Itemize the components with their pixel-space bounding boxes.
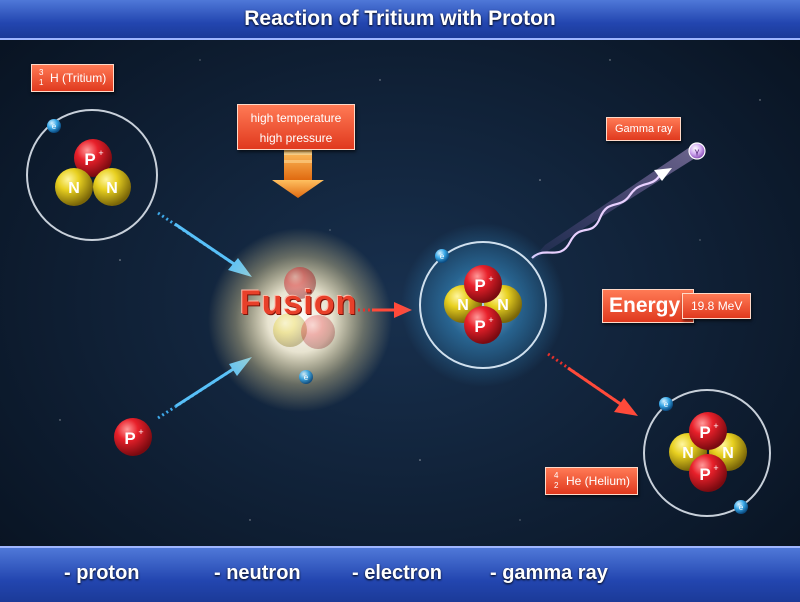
legend-electron-label: - electron bbox=[352, 562, 443, 584]
neutron-symbol: N bbox=[497, 297, 509, 314]
orange-down-arrow bbox=[272, 150, 324, 198]
proton-symbol: P bbox=[474, 317, 485, 336]
proton-charge: + bbox=[713, 421, 718, 431]
proton: P + bbox=[689, 454, 727, 492]
proton-symbol: P bbox=[699, 423, 710, 442]
excited-nucleus: e N N P + P + bbox=[401, 223, 565, 387]
helium-mass-number: 4 bbox=[554, 471, 559, 480]
gamma-symbol: γ bbox=[695, 147, 700, 156]
electron: e bbox=[435, 249, 449, 263]
helium-atomic-number: 2 bbox=[554, 481, 559, 490]
conditions-label: high temperature high pressure bbox=[237, 104, 355, 150]
fusion-glow: e bbox=[208, 228, 392, 412]
neutron-symbol: N bbox=[722, 445, 734, 462]
nucleus-orbit bbox=[419, 241, 547, 369]
gamma-ray-label: Gamma ray bbox=[606, 117, 682, 141]
electron-symbol: e bbox=[440, 252, 445, 261]
proton-symbol: P bbox=[474, 276, 485, 295]
electron bbox=[299, 370, 313, 384]
proton: P + bbox=[689, 412, 727, 450]
arrow-nucleus-to-helium bbox=[547, 352, 638, 416]
legend-bar bbox=[0, 546, 800, 602]
neutron: N bbox=[55, 168, 93, 206]
helium-name: He (Helium) bbox=[566, 474, 631, 488]
legend-neutron-label: - neutron bbox=[214, 562, 301, 584]
legend-proton-label: - proton bbox=[64, 562, 140, 584]
electron-symbol: e bbox=[739, 503, 744, 512]
page-title: Reaction of Tritium with Proton bbox=[0, 0, 800, 40]
proton-charge: + bbox=[488, 315, 493, 325]
legend-gamma-label: - gamma ray bbox=[490, 562, 608, 584]
proton-symbol: P bbox=[699, 465, 710, 484]
neutron-symbol: N bbox=[457, 297, 469, 314]
helium-label: 4 2 He (Helium) bbox=[545, 467, 639, 495]
proton-charge: + bbox=[488, 274, 493, 284]
neutron-symbol: N bbox=[68, 180, 80, 197]
proton: P + bbox=[464, 306, 502, 344]
neutron-symbol: N bbox=[106, 180, 118, 197]
fusion-label: Fusion bbox=[240, 284, 358, 322]
proton-charge: + bbox=[98, 148, 103, 158]
electron: e bbox=[734, 500, 748, 514]
proton-symbol: P bbox=[84, 150, 95, 169]
proton-charge: + bbox=[713, 463, 718, 473]
tritium-name: H (Tritium) bbox=[50, 71, 107, 85]
tritium-orbit bbox=[26, 109, 158, 241]
helium-orbit bbox=[643, 389, 771, 517]
electron-symbol: e bbox=[664, 400, 669, 409]
electron-symbol: e bbox=[52, 122, 57, 131]
energy-value: 19.8 MeV bbox=[682, 293, 752, 319]
neutron-symbol: N bbox=[682, 445, 694, 462]
helium-atom: e e N N P + P + bbox=[643, 389, 771, 517]
electron: e bbox=[659, 397, 673, 411]
proton-symbol: P bbox=[124, 429, 135, 448]
gamma-ray-path bbox=[530, 147, 700, 262]
energy-label: Energy: bbox=[602, 289, 695, 323]
tritium-mass-number: 3 bbox=[39, 68, 44, 77]
tritium-atomic-number: 1 bbox=[39, 78, 44, 87]
conditions-line-1: high temperature bbox=[250, 111, 342, 125]
proton-charge: + bbox=[138, 427, 143, 437]
conditions-line-2: high pressure bbox=[259, 131, 333, 145]
electron: e bbox=[47, 119, 61, 133]
tritium-atom: e P + N N bbox=[26, 109, 158, 241]
electron-symbol: e bbox=[304, 373, 309, 382]
stars bbox=[59, 59, 761, 521]
gamma-particle: γ bbox=[688, 142, 706, 160]
incoming-proton: P + bbox=[114, 418, 152, 456]
proton: P + bbox=[464, 265, 502, 303]
proton: P + bbox=[74, 139, 112, 177]
neutron: N bbox=[93, 168, 131, 206]
tritium-label: 3 1 H (Tritium) bbox=[31, 64, 115, 92]
